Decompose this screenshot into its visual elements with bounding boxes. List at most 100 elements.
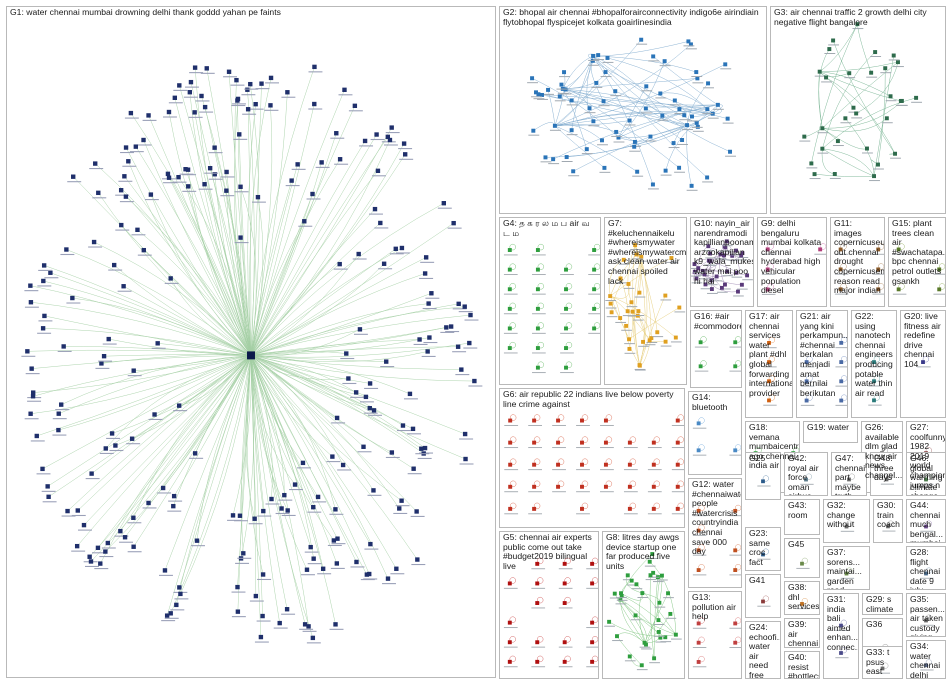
- group-label: G20: live fitness air redefine drive che…: [904, 311, 941, 369]
- node: [508, 440, 513, 445]
- node: [387, 137, 393, 143]
- node: [844, 571, 849, 576]
- self-loop: [565, 283, 573, 290]
- edge: [686, 83, 709, 126]
- node: [733, 548, 738, 553]
- self-loop: [925, 567, 932, 574]
- edge: [194, 355, 252, 454]
- node: [183, 167, 188, 172]
- group-label: G29: s climate planet fact...: [866, 594, 894, 614]
- self-loop: [840, 263, 847, 270]
- node: [924, 663, 928, 668]
- node: [410, 426, 416, 432]
- node: [111, 262, 117, 268]
- self-loop: [581, 502, 589, 510]
- self-loop: [762, 475, 769, 482]
- node: [603, 70, 608, 75]
- self-loop: [509, 636, 516, 643]
- node: [354, 559, 359, 565]
- node: [564, 306, 568, 311]
- edge: [157, 343, 252, 356]
- node: [605, 55, 610, 60]
- group-graph-g20: [917, 356, 931, 368]
- node: [600, 138, 604, 143]
- self-loop: [698, 655, 705, 663]
- node: [371, 488, 376, 493]
- self-loop: [581, 414, 589, 421]
- node: [715, 102, 720, 107]
- node: [767, 398, 771, 403]
- edge: [63, 346, 252, 356]
- node: [652, 656, 657, 661]
- node: [556, 462, 561, 467]
- node: [535, 640, 540, 645]
- node: [259, 81, 264, 86]
- node: [199, 93, 204, 99]
- edge: [189, 92, 252, 356]
- node: [651, 54, 656, 59]
- edge: [245, 355, 255, 519]
- edge: [250, 303, 429, 356]
- node: [162, 568, 168, 573]
- node: [564, 346, 568, 351]
- group-panel-g46: G46: global warming climate change man..…: [906, 452, 946, 496]
- node: [673, 335, 678, 340]
- node: [508, 462, 513, 467]
- self-loop: [762, 595, 769, 602]
- self-loop: [801, 557, 808, 564]
- node: [690, 114, 694, 119]
- self-loop: [938, 283, 945, 290]
- node: [619, 591, 623, 596]
- node: [824, 75, 829, 80]
- self-loop: [557, 436, 565, 443]
- edge: [180, 355, 252, 594]
- node: [399, 498, 404, 503]
- edge: [250, 162, 322, 356]
- self-loop: [536, 577, 544, 584]
- group-graph-g9: [761, 243, 826, 295]
- self-loop: [536, 636, 544, 643]
- edge: [66, 249, 252, 356]
- node: [626, 282, 631, 286]
- node: [96, 190, 101, 196]
- node: [319, 160, 324, 165]
- edge: [554, 125, 605, 169]
- edge: [143, 250, 252, 356]
- node: [644, 642, 648, 647]
- node: [767, 341, 771, 345]
- self-loop: [591, 577, 598, 584]
- node: [647, 338, 652, 343]
- node: [827, 47, 832, 52]
- node: [235, 98, 240, 103]
- node: [634, 582, 639, 587]
- edge: [616, 636, 642, 666]
- node: [590, 620, 595, 625]
- edge: [61, 355, 252, 405]
- node: [812, 172, 817, 177]
- node: [587, 106, 592, 111]
- self-loop: [591, 636, 598, 643]
- edge: [626, 575, 643, 594]
- node: [425, 349, 430, 354]
- node: [344, 351, 349, 356]
- group-graph-g46: [920, 473, 934, 485]
- node: [883, 66, 888, 71]
- group-label: G47: chennai part maybe truth: [835, 453, 866, 495]
- node: [93, 161, 98, 166]
- node: [188, 79, 194, 85]
- self-loop: [564, 655, 571, 663]
- group-label: G16: #air #commodore: [694, 311, 742, 331]
- self-loop: [677, 436, 684, 443]
- node: [696, 548, 701, 553]
- node: [569, 98, 574, 103]
- group-label: G39: air chennai radio: [788, 619, 819, 648]
- edge: [135, 146, 252, 356]
- node: [269, 496, 274, 502]
- node: [625, 309, 630, 314]
- self-loop: [840, 394, 847, 401]
- node: [698, 364, 703, 369]
- self-loop: [768, 336, 775, 344]
- node: [591, 119, 596, 124]
- edge: [621, 595, 677, 635]
- node: [331, 538, 337, 543]
